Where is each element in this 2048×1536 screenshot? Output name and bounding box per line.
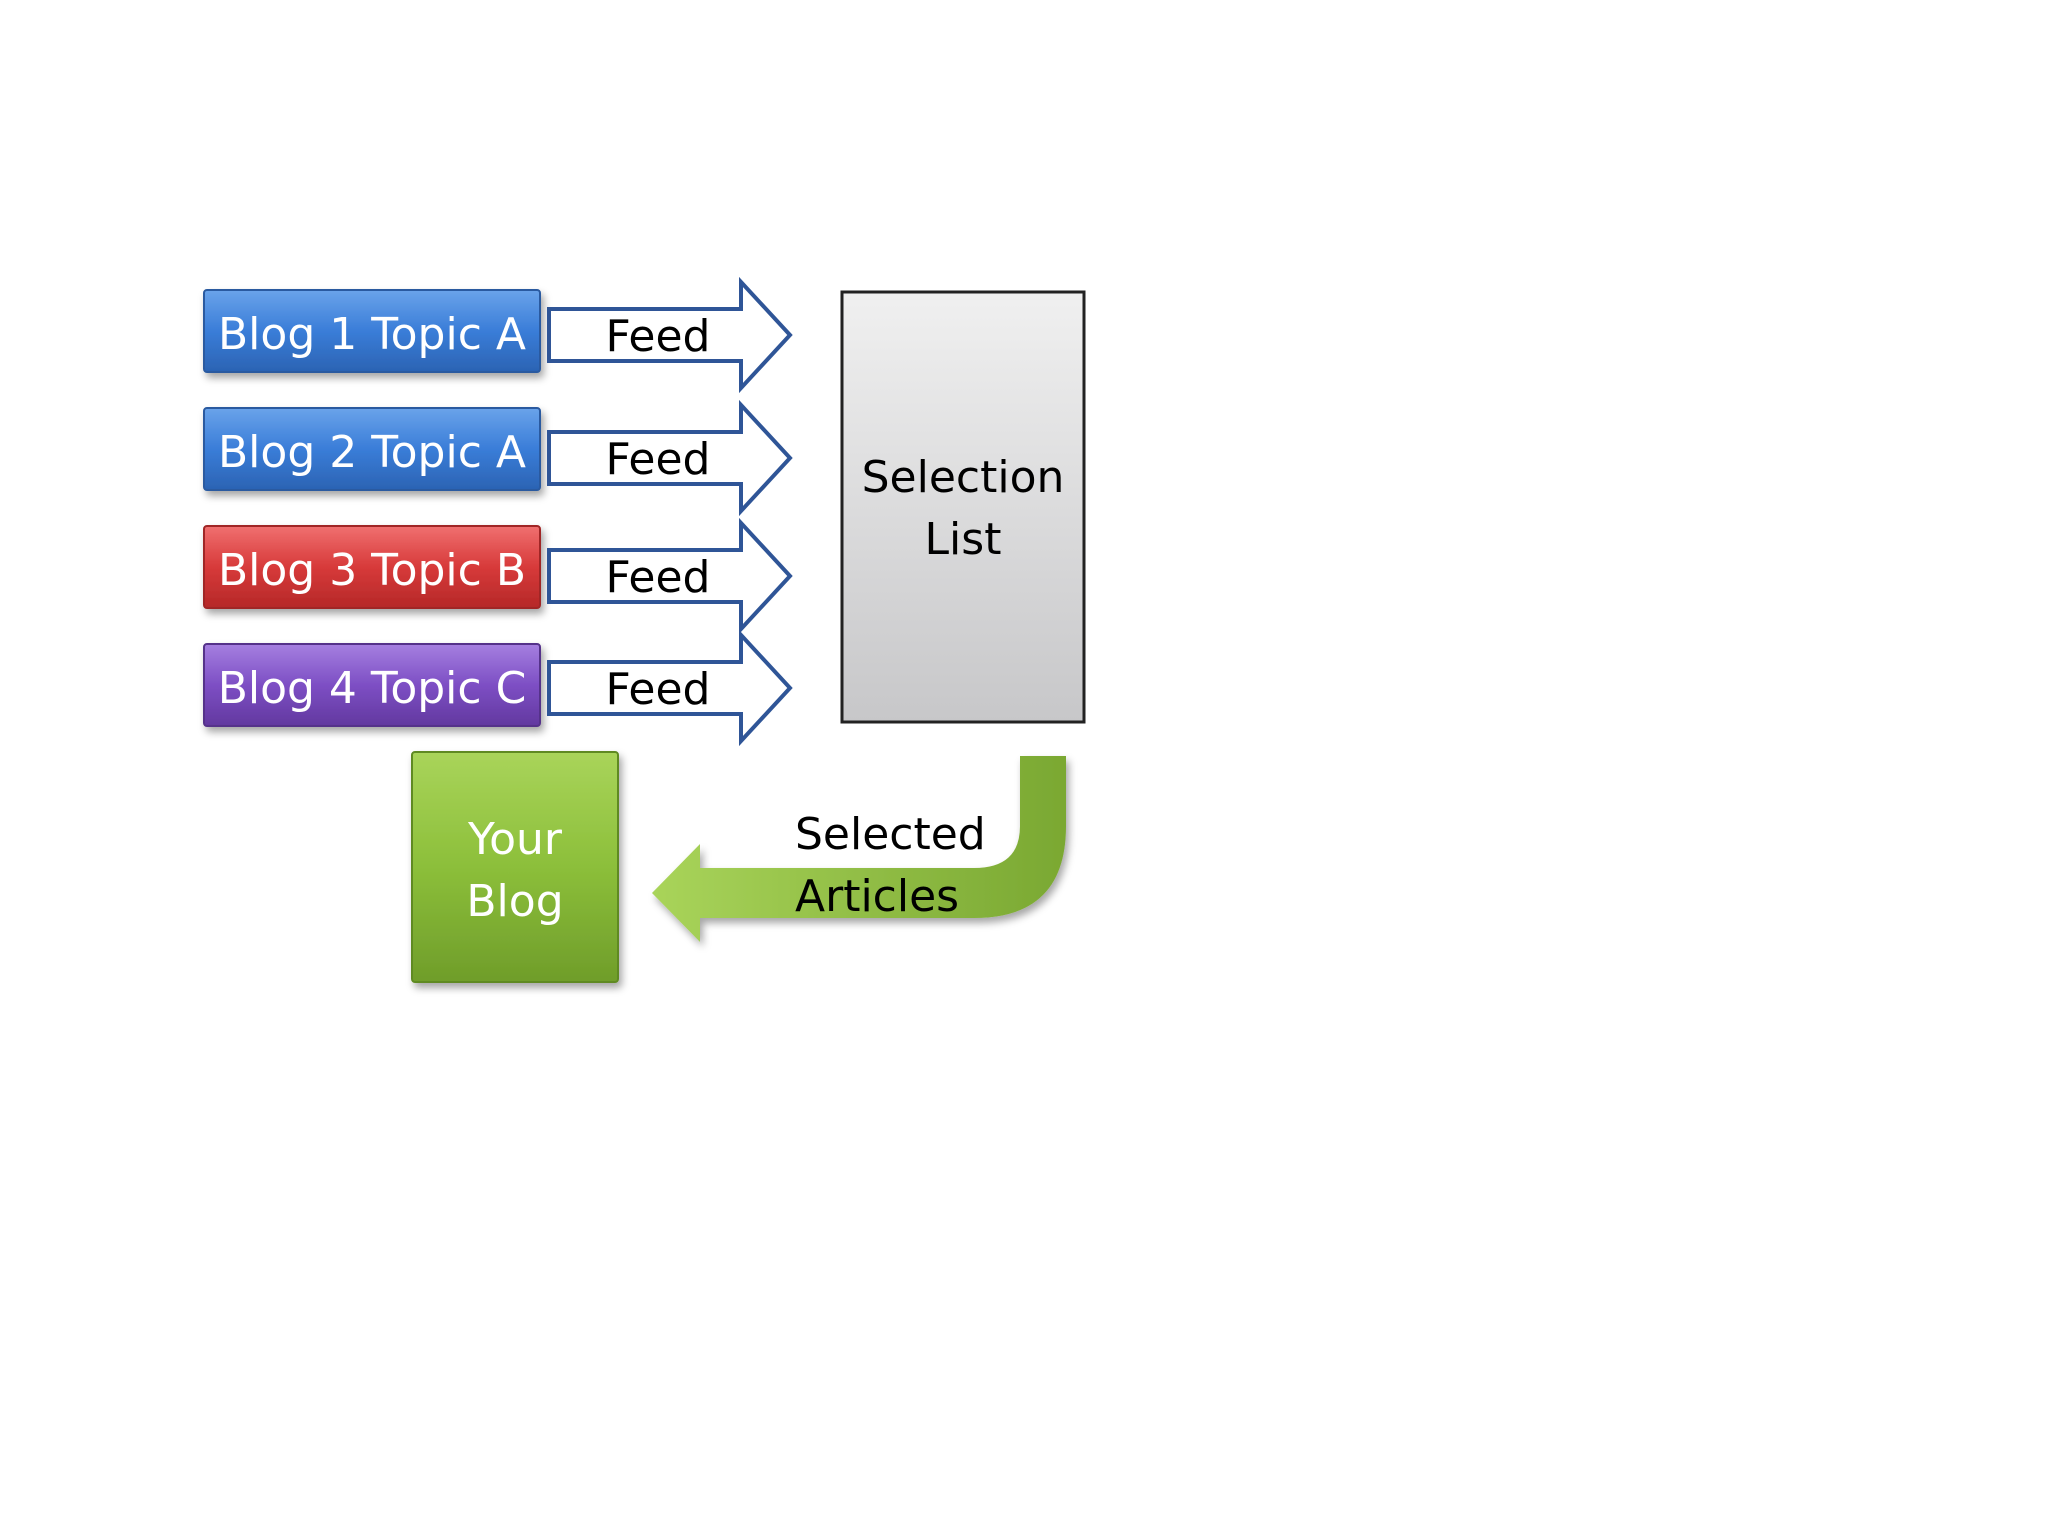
blog-2-box: Blog 2 Topic A bbox=[203, 407, 541, 491]
blog-4-box: Blog 4 Topic C bbox=[203, 643, 541, 727]
feed-label-3: Feed bbox=[606, 552, 711, 603]
blog-1-label: Blog 1 Topic A bbox=[218, 309, 526, 360]
your-blog-box: Your Blog bbox=[411, 751, 619, 983]
selection-list-line2: List bbox=[925, 514, 1002, 565]
selected-articles-arrow: Selected Articles bbox=[652, 756, 1066, 942]
blog-1-box: Blog 1 Topic A bbox=[203, 289, 541, 373]
your-blog-line2: Blog bbox=[466, 876, 563, 927]
feed-label-4: Feed bbox=[606, 664, 711, 715]
feed-arrow-2: Feed bbox=[547, 399, 793, 517]
your-blog-line1: Your bbox=[467, 814, 563, 865]
feed-arrow-4: Feed bbox=[547, 629, 793, 747]
feed-label-1: Feed bbox=[606, 311, 711, 362]
blog-2-label: Blog 2 Topic A bbox=[218, 427, 526, 478]
blog-4-label: Blog 4 Topic C bbox=[218, 663, 527, 714]
feed-arrow-1: Feed bbox=[547, 276, 793, 394]
feed-arrow-3: Feed bbox=[547, 517, 793, 635]
feed-label-2: Feed bbox=[606, 434, 711, 485]
selection-list-box: Selection List bbox=[840, 290, 1086, 724]
selected-articles-line1: Selected bbox=[795, 809, 986, 860]
blog-3-box: Blog 3 Topic B bbox=[203, 525, 541, 609]
blog-3-label: Blog 3 Topic B bbox=[218, 545, 526, 596]
selected-articles-line2: Articles bbox=[795, 871, 959, 922]
selection-list-line1: Selection bbox=[862, 452, 1065, 503]
